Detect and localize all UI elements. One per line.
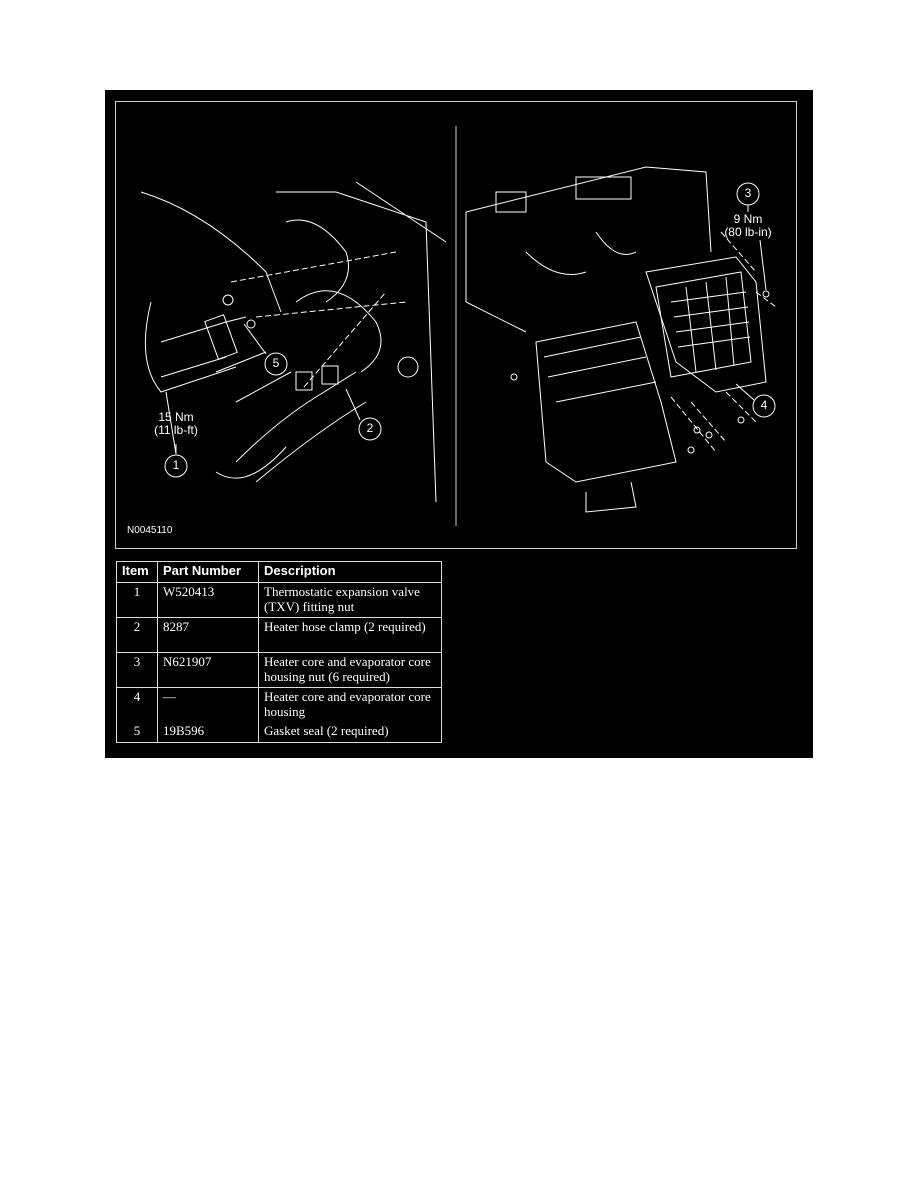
callout-1-number: 1: [172, 458, 180, 472]
description-cell: Heater core and evaporator core housing …: [258, 652, 442, 688]
illustration-frame: 1 15 Nm (11 lb-ft) 5 2 3 9 Nm (80 lb-in)…: [115, 101, 797, 549]
callout-5-number: 5: [272, 356, 280, 370]
callout-3-torque: 9 Nm: [733, 212, 763, 226]
callout-circle-1: [164, 454, 188, 478]
header-part-number: Part Number: [157, 561, 259, 583]
description-cell: Gasket seal (2 required): [258, 722, 442, 743]
part-number-cell: N621907: [157, 652, 259, 688]
header-item: Item: [116, 561, 158, 583]
description-cell: Heater core and evaporator core housing: [258, 687, 442, 722]
item-cell: 5: [116, 722, 158, 743]
item-cell: 3: [116, 652, 158, 688]
table-row: 3 N621907 Heater core and evaporator cor…: [116, 652, 442, 688]
part-number-cell: W520413: [157, 582, 259, 618]
figure-id: N0045110: [127, 525, 173, 536]
callout-2-number: 2: [366, 421, 374, 435]
callout-circle-4: [752, 394, 776, 418]
parts-table: Item Part Number Description 1 W520413 T…: [116, 561, 442, 743]
item-cell: 1: [116, 582, 158, 618]
description-cell: Thermostatic expansion valve (TXV) fitti…: [258, 582, 442, 618]
description-cell: Heater hose clamp (2 required): [258, 617, 442, 653]
part-number-cell: 19B596: [157, 722, 259, 743]
part-number-cell: 8287: [157, 617, 259, 653]
figure-panel: 1 15 Nm (11 lb-ft) 5 2 3 9 Nm (80 lb-in)…: [105, 90, 813, 758]
right-view-linework: [465, 166, 777, 513]
table-header-row: Item Part Number Description: [116, 561, 442, 583]
callout-1-torque: 15 Nm: [158, 410, 194, 424]
left-view-linework: [140, 181, 447, 503]
callout-markers: [164, 182, 776, 478]
callout-3-torque-alt: (80 lb-in): [724, 225, 772, 239]
callout-3-number: 3: [744, 186, 752, 200]
callout-4-number: 4: [760, 398, 768, 412]
table-row: 4 — Heater core and evaporator core hous…: [116, 687, 442, 722]
callout-circle-2: [358, 417, 382, 441]
part-number-cell: —: [157, 687, 259, 722]
callout-circle-5: [264, 352, 288, 376]
item-cell: 4: [116, 687, 158, 722]
table-row: 2 8287 Heater hose clamp (2 required): [116, 617, 442, 653]
header-description: Description: [258, 561, 442, 583]
item-cell: 2: [116, 617, 158, 653]
callout-1-torque-alt: (11 lb-ft): [154, 423, 198, 437]
table-row: 5 19B596 Gasket seal (2 required): [116, 722, 442, 743]
table-row: 1 W520413 Thermostatic expansion valve (…: [116, 582, 442, 618]
exploded-view-illustration: [140, 126, 777, 526]
